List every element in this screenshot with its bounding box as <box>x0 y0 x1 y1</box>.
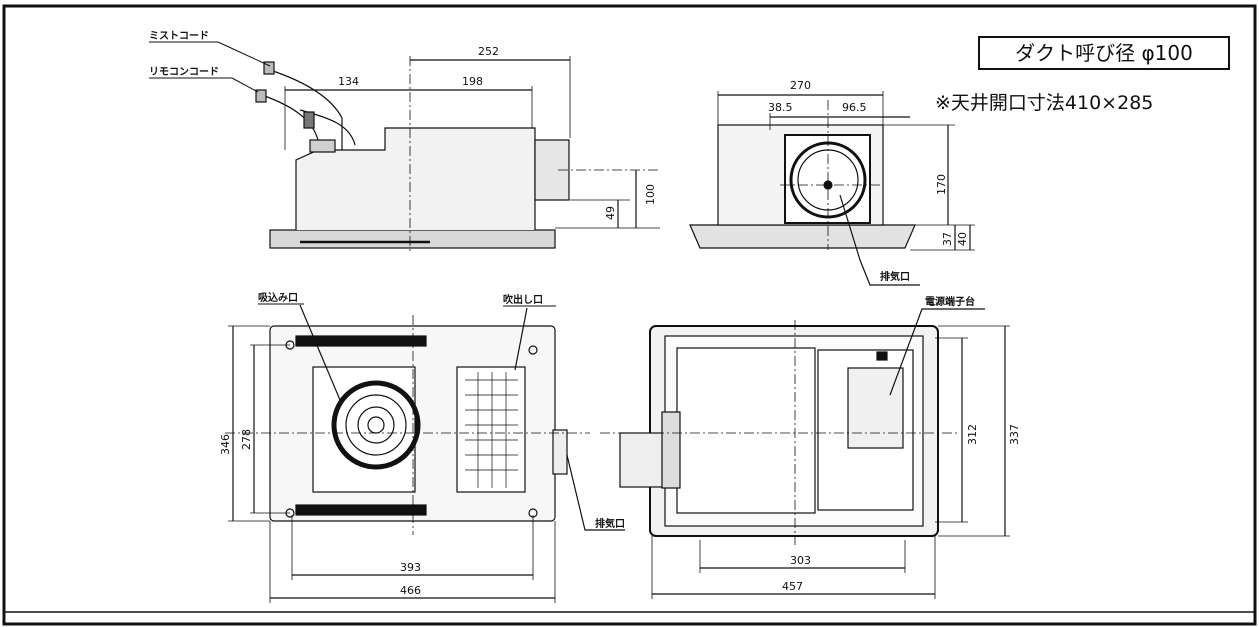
intake-label: 吸込み口 <box>258 291 298 304</box>
outer-frame <box>2 4 1257 626</box>
dim-393: 393 <box>400 561 421 574</box>
dim-252: 252 <box>478 45 499 58</box>
side-view <box>255 56 660 252</box>
dim-38-5: 38.5 <box>768 101 793 114</box>
end-view <box>689 91 975 286</box>
dim-49: 49 <box>604 206 617 220</box>
dim-100: 100 <box>644 184 657 205</box>
remocon-cord-label: リモコンコード <box>149 66 219 78</box>
terminal-label: 電源端子台 <box>925 295 975 308</box>
dim-170: 170 <box>935 174 948 195</box>
dim-303: 303 <box>790 554 811 567</box>
dim-346: 346 <box>219 434 232 455</box>
dim-312: 312 <box>966 424 979 445</box>
top-view <box>600 308 1010 599</box>
dim-37: 37 <box>941 232 954 246</box>
dim-198: 198 <box>462 75 483 88</box>
mist-cord-label: ミストコード <box>149 30 209 42</box>
dim-466: 466 <box>400 584 421 597</box>
dim-270: 270 <box>790 79 811 92</box>
dim-337: 337 <box>1008 424 1021 445</box>
dim-96-5: 96.5 <box>842 101 867 114</box>
dim-457: 457 <box>782 580 803 593</box>
bottom-view <box>225 304 625 603</box>
outlet-label: 吹出し口 <box>503 293 543 306</box>
dim-40: 40 <box>956 232 969 246</box>
dim-278: 278 <box>240 429 253 450</box>
exhaust-label-side: 排気口 <box>880 270 910 283</box>
dim-134: 134 <box>338 75 359 88</box>
ceiling-opening-note: ※天井開口寸法410×285 <box>935 92 1154 114</box>
duct-diameter-box: ダクト呼び径 φ100 <box>978 36 1230 70</box>
exhaust-label-bottom: 排気口 <box>595 517 625 530</box>
